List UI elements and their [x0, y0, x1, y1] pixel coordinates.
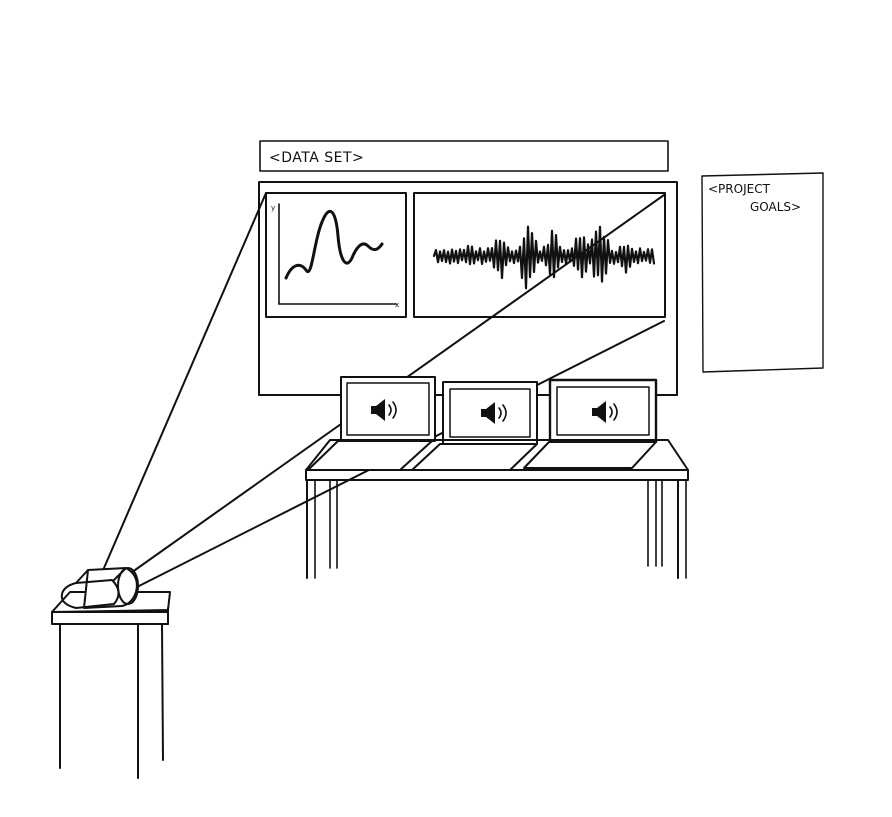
x-axis-label: x [395, 301, 399, 309]
projector [60, 567, 139, 609]
laptop-3 [523, 378, 658, 469]
notes-line-2: GOALS> [750, 200, 801, 214]
banner-text: <DATA SET> [269, 150, 364, 166]
small-chart-curve [284, 209, 384, 280]
pedestal [51, 591, 171, 779]
y-axis-label: y [271, 204, 275, 212]
speaker-icon [481, 402, 507, 424]
laptop-2 [411, 381, 538, 471]
projection-screen [258, 181, 678, 396]
laptop-1 [307, 376, 436, 471]
audio-waveform [432, 225, 656, 290]
waveform-panel [413, 192, 666, 318]
speaker-icon [592, 401, 618, 423]
small-chart-panel: y x [265, 192, 407, 318]
notes-line-1: <PROJECT [708, 182, 771, 196]
table [305, 439, 689, 579]
speaker-icon [371, 399, 397, 421]
data-set-banner: <DATA SET> [259, 140, 669, 172]
project-goals-note: <PROJECT GOALS> [701, 172, 824, 373]
